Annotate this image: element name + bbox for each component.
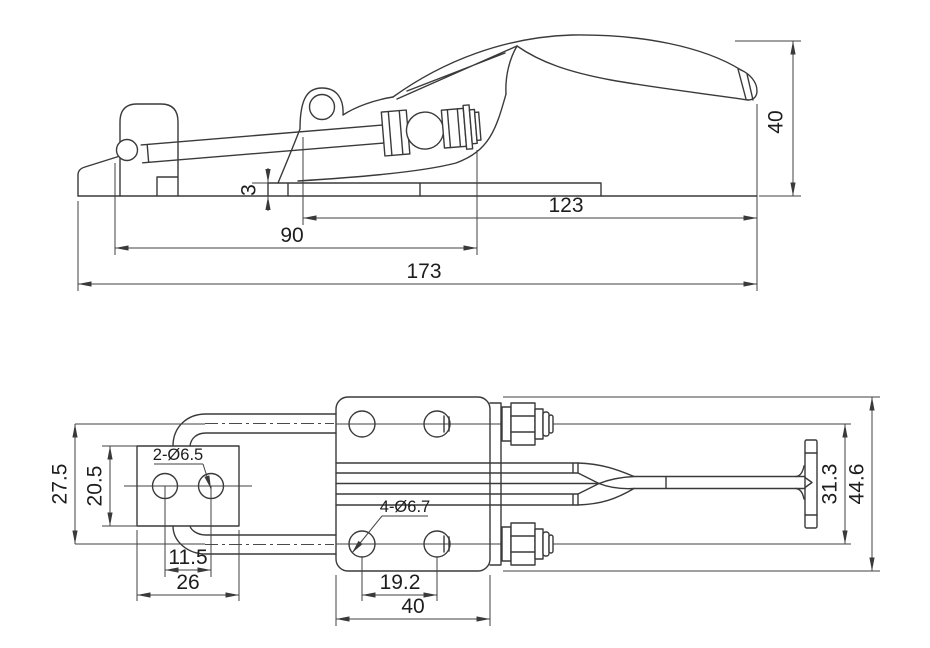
washer-3 [473,111,482,142]
side-view-dimensions: 3 123 90 173 40 [77,40,801,291]
dim-base-thickness-3: 3 [238,168,288,211]
u-bolt-centerlines [205,423,334,545]
catch-plate [124,445,252,577]
dim-label-base-thickness: 3 [238,184,261,196]
ball-knob [405,111,445,150]
dim-label-pivot-to-end: 123 [548,194,583,217]
dim-length-123: 123 [302,137,757,225]
flange-nut-bottom [501,522,554,566]
nut-top-tip [548,414,554,434]
hook-neck [633,475,806,490]
dim-label-overall-length: 173 [406,260,441,283]
nut-top-cap [542,411,550,437]
dim-label-catch-plate-height: 20.5 [84,466,107,507]
base-plate-section [267,182,602,197]
t-bar-junction [795,465,813,500]
dim-label-base-hole-spacing: 19.2 [380,571,421,594]
plan-view [124,396,851,577]
t-bar [804,439,818,529]
hex-nut-right-facets [446,108,462,149]
dim-catch-plate-width-26: 26 [136,530,240,601]
t-bar-end-caps [804,452,818,516]
pivot-pin [308,93,336,121]
dim-catch-plate-height-20-5: 20.5 [84,445,137,527]
dim-label-hook-inner-width: 31.3 [819,464,842,505]
dim-overall-width-44-6: 44.6 [503,396,880,572]
nut-top-hex [510,402,536,446]
nut-bottom-washer-a [501,526,512,562]
nut-bottom-hex [510,522,536,566]
label-catch-holes-2-d6-5: 2-Ø6.5 [153,446,212,490]
handle-tang-edge [505,45,518,95]
base-hole-top-right [423,410,451,438]
dim-catch-hole-spacing-11-5: 11.5 [165,546,211,573]
dim-label-base-plate-width: 40 [401,595,424,618]
hook-strip [335,439,818,529]
dim-label-hook-to-spindle: 90 [280,224,303,247]
u-bolt-upper-arm [172,413,337,447]
bolt-end-ticks [443,415,450,553]
handle-tip [740,69,758,101]
u-bolt-lower-arm [172,525,337,555]
handle-fold-lines [396,45,518,100]
dim-label-catch-plate-width: 26 [176,571,199,594]
fork-arm-lower [335,493,579,506]
dim-label-catch-hole-spacing: 11.5 [168,546,207,569]
fork-taper [577,462,635,506]
rod-end-eye [115,138,139,162]
dim-length-90: 90 [114,150,478,255]
fork-arm-upper [335,462,579,474]
spindle-assembly [140,104,482,164]
side-view [77,34,758,197]
catch-bar [119,103,179,197]
dim-overall-height-40: 40 [735,40,801,197]
nut-bottom-tip [548,534,554,554]
hex-nut-left [380,109,411,157]
hex-nut-right [440,107,468,149]
nut-bottom-washer-b [534,528,544,560]
dim-label-u-bolt-spacing: 27.5 [49,464,72,505]
hex-nut-left-facets [387,109,404,157]
handle-inner-curve [516,45,749,101]
label-catch-plate-holes: 2-Ø6.5 [153,446,203,464]
nut-bottom-cap [542,531,550,557]
handle-outer-curve [392,34,742,98]
dim-base-plate-width-40: 40 [335,575,491,626]
hole-row-lines [336,423,851,545]
nut-top-facets [510,415,536,433]
body-right-edge [297,93,507,182]
dim-overall-length-173: 173 [77,201,757,291]
u-bolt [172,413,337,555]
nut-top-washer-b [534,408,544,440]
nut-top-washer-a [501,406,512,442]
dim-u-bolt-spacing-27-5: 27.5 [49,423,205,545]
dim-base-hole-spacing-19-2: 19.2 [361,557,438,601]
dim-label-overall-width: 44.6 [846,464,869,505]
handle-tip-cap-lines [737,68,754,101]
label-base-holes-4-d6-7: 4-Ø6.7 [351,498,430,554]
catch-holes-centerline [124,485,252,577]
dim-label-overall-height: 40 [765,110,788,133]
base-hole-top-left [348,410,376,438]
flange-nut-top [501,402,554,446]
spindle-rod [140,124,385,164]
base-left-foot [77,155,121,197]
handle [392,34,758,101]
plan-view-dimensions: 27.5 20.5 2-Ø6.5 11.5 26 4-Ø6.7 [49,396,880,626]
dim-hook-inner-width-31-3: 31.3 [819,424,848,544]
body-outline [277,87,394,184]
label-base-plate-holes: 4-Ø6.7 [380,498,430,516]
nut-bottom-facets [510,535,536,553]
